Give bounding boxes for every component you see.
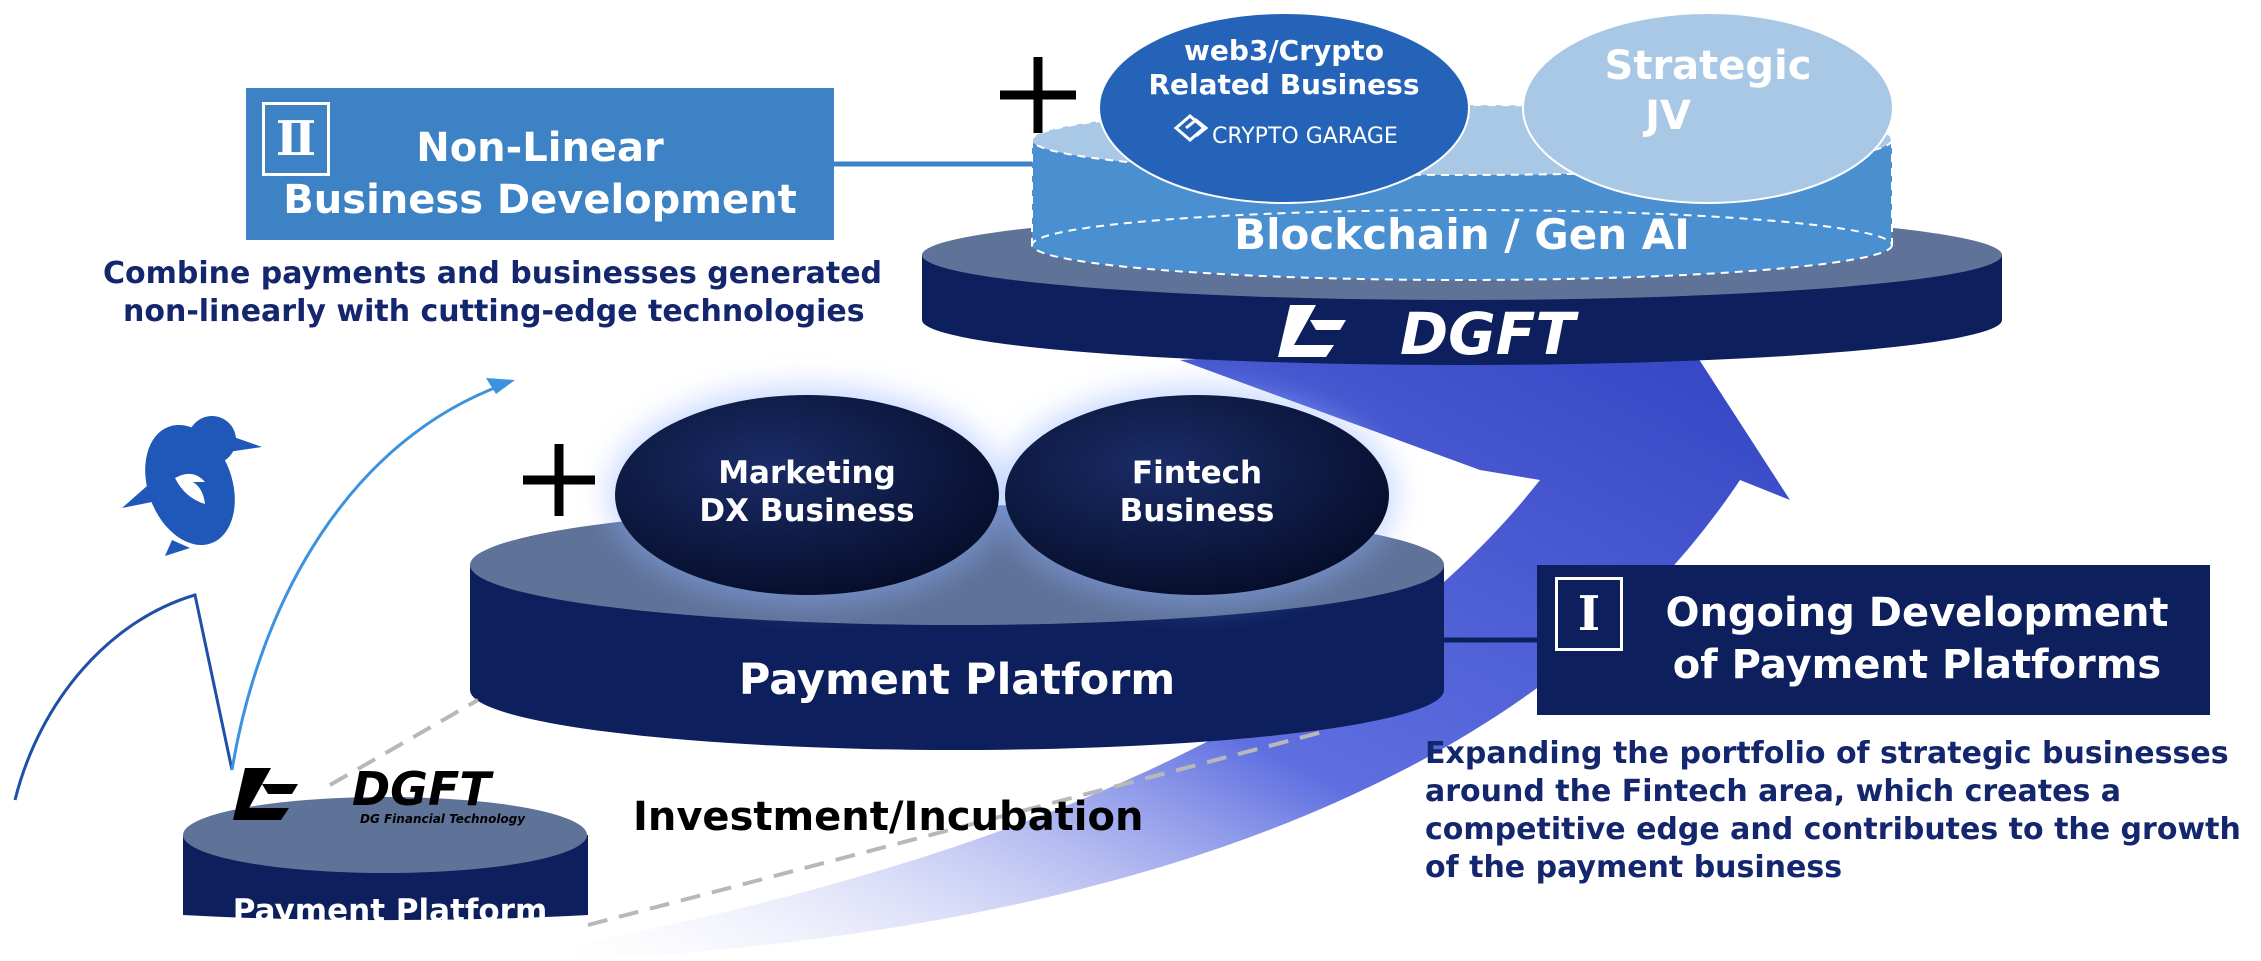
penguin-icon [122,416,262,556]
web3-bubble-line1: web3/Crypto [1184,34,1384,67]
crypto-garage-logo-icon [1173,114,1209,142]
strategic-jv-line2: JV [1645,93,1691,139]
growth-line-curve [230,382,506,771]
middle-payment-platform-label: Payment Platform [738,655,1176,705]
base-dgft-brand: DGFT [352,762,491,816]
growth-line-left [13,593,234,801]
blockchain-genai-label: Blockchain / Gen AI [1234,210,1690,259]
marketing-dx-line1: Marketing [718,455,896,491]
marketing-dx-line2: DX Business [699,493,915,529]
fintech-line2: Business [1119,493,1275,529]
base-dgft-subtitle: DG Financial Technology [360,812,526,826]
section-one-desc-line2: around the Fintech area, which creates a [1425,774,2121,809]
top-tier-disc [922,12,2002,365]
plus-middle [523,444,595,516]
section-one-box: I Ongoing Development of Payment Platfor… [1537,565,2210,715]
strategic-jv-line1: Strategic [1604,43,1812,89]
plus-top [1000,57,1076,133]
dgft-logo-icon [1278,305,1346,357]
top-dgft-brand: DGFT [1400,300,1575,368]
section-one-desc-line1: Expanding the portfolio of strategic bus… [1425,736,2229,771]
section-one-desc-line4: of the payment business [1425,850,1843,885]
section-two-desc-line2: non-linearly with cutting-edge technolog… [123,294,865,329]
base-payment-platform-label: Payment Platform [232,893,548,929]
roman-numeral-one: I [1555,577,1623,651]
roman-numeral-two: Ⅱ [262,102,330,176]
crypto-garage-logo-text: CRYPTO GARAGE [1212,124,1398,149]
section-two-box: Ⅱ Non-Linear Business Development [246,88,834,240]
investment-incubation-label: Investment/Incubation [633,794,1144,840]
section-two-desc-line1: Combine payments and businesses generate… [103,256,883,291]
fintech-line1: Fintech [1131,455,1263,491]
section-one-desc-line3: competitive edge and contributes to the … [1425,812,2241,847]
web3-bubble-line2: Related Business [1148,68,1420,101]
growth-line-arrowhead [486,378,515,394]
base-tier-disc [183,797,588,921]
dgft-logo-icon-base [233,768,298,820]
section-one-title-line2: of Payment Platforms [1672,642,2162,688]
section-two-title-line2: Business Development [283,177,797,223]
middle-tier-disc [470,385,1444,750]
section-two-title-line1: Non-Linear [416,125,664,171]
section-one-title-line1: Ongoing Development [1665,590,2169,636]
dashed-guide-upper [329,698,479,787]
